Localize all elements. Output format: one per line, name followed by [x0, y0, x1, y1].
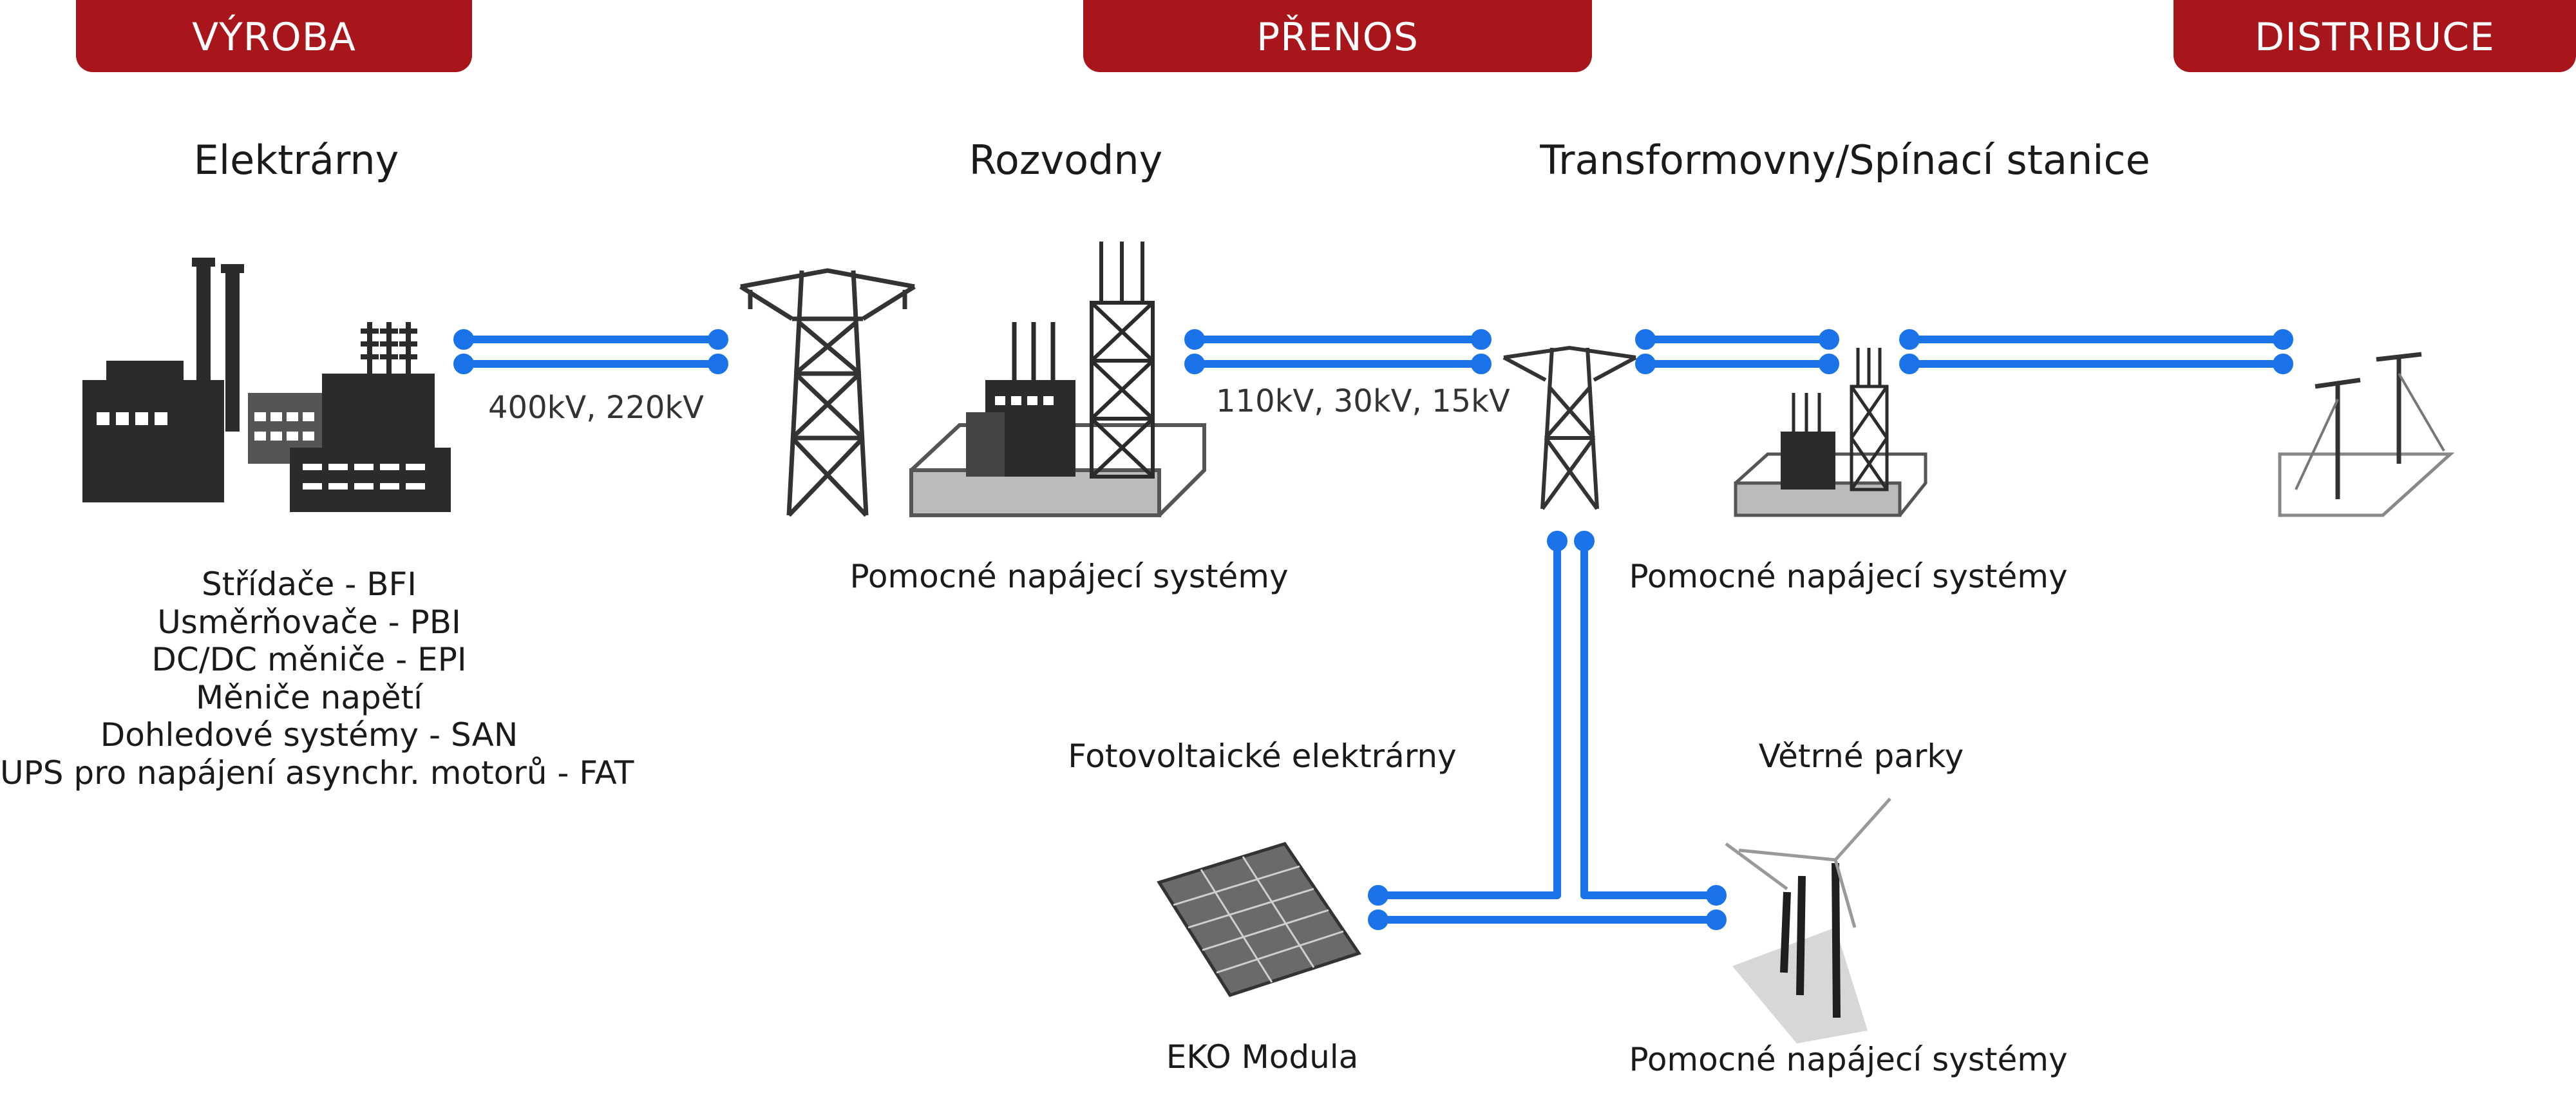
product-item: Dohledové systémy - SAN	[100, 716, 518, 754]
eko-modula-label: EKO Modula	[1166, 1038, 1359, 1076]
product-item: UPS pro napájení asynchr. motorů - FAT	[0, 754, 634, 792]
substation-icon	[909, 242, 1206, 517]
product-item: DC/DC měniče - EPI	[151, 641, 467, 678]
wind-turbine-icon	[1725, 797, 1891, 1043]
aux-power-label-vetrne: Pomocné napájecí systémy	[1629, 1041, 2068, 1078]
voltage-label-mid: 110kV, 30kV, 15kV	[1216, 383, 1510, 419]
product-item: Měniče napětí	[196, 678, 422, 716]
photovoltaic-label: Fotovoltaické elektrárny	[1068, 738, 1457, 775]
product-item: Usměrňovače - PBI	[157, 603, 461, 641]
utility-poles-icon	[2278, 352, 2455, 517]
solar-panel-icon	[1157, 842, 1361, 997]
tab-vyroba: VÝROBA	[76, 0, 472, 72]
heading-elektrarny: Elektrárny	[193, 137, 399, 184]
aux-power-label-transformovny: Pomocné napájecí systémy	[1629, 558, 2068, 595]
connection-lines	[453, 329, 2293, 930]
product-list: Střídače - BFI Usměrňovače - PBI DC/DC m…	[0, 566, 634, 792]
wind-parks-label: Větrné parky	[1758, 738, 1964, 775]
tab-prenos: PŘENOS	[1083, 0, 1592, 72]
small-tower-icon	[1502, 345, 1637, 510]
product-item: Střídače - BFI	[201, 566, 417, 603]
power-plant-icon	[82, 258, 451, 512]
tab-distribuce: DISTRIBUCE	[2174, 0, 2576, 72]
heading-transformovny: Transformovny/Spínací stanice	[1540, 137, 2150, 184]
voltage-label-high: 400kV, 220kV	[488, 390, 705, 426]
transmission-tower-icon	[739, 268, 916, 517]
aux-power-label-rozvodny: Pomocné napájecí systémy	[849, 558, 1289, 595]
switching-station-icon	[1734, 348, 1927, 517]
heading-rozvodny: Rozvodny	[969, 137, 1163, 184]
